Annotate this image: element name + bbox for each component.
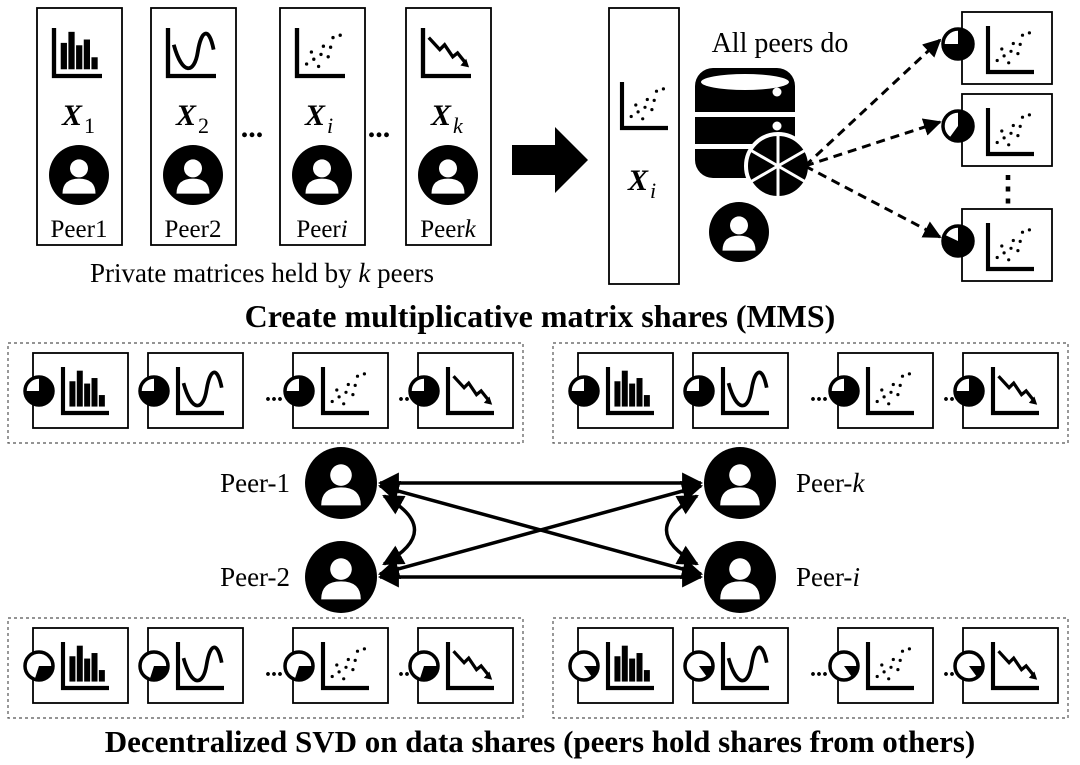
pie-share-icon bbox=[283, 650, 315, 682]
bar-chart-icon bbox=[605, 642, 654, 691]
user-icon bbox=[305, 447, 377, 519]
all-peers-do-label: All peers do bbox=[712, 28, 849, 59]
scatter-chart-icon bbox=[865, 642, 914, 691]
scatter-chart-icon bbox=[985, 108, 1034, 157]
declining-chart-icon bbox=[445, 642, 494, 691]
pie-share-icon bbox=[744, 132, 812, 200]
pie-share-icon bbox=[941, 27, 975, 61]
pie-share-icon bbox=[568, 650, 600, 682]
ellipsis: ... bbox=[810, 381, 828, 407]
pie-share-icon bbox=[408, 375, 440, 407]
scatter-chart-icon bbox=[619, 82, 668, 131]
private-matrices-caption: Private matrices held by k peers bbox=[90, 258, 434, 288]
share-row-peer-2: ...... bbox=[7, 617, 524, 719]
ellipsis: ... bbox=[810, 656, 828, 682]
user-icon bbox=[704, 447, 776, 519]
user-icon bbox=[49, 145, 109, 205]
ellipsis: ... bbox=[265, 656, 283, 682]
user-icon bbox=[163, 145, 223, 205]
wave-chart-icon bbox=[720, 642, 769, 691]
peer-label: Peer2 bbox=[165, 216, 222, 243]
pie-share-icon bbox=[568, 375, 600, 407]
mms-section-title: Create multiplicative matrix shares (MMS… bbox=[245, 298, 836, 334]
declining-chart-icon bbox=[445, 367, 494, 416]
scatter-chart-icon bbox=[294, 28, 345, 79]
right-arrow-icon bbox=[512, 127, 588, 193]
wave-chart-icon bbox=[175, 642, 224, 691]
share-card-3 bbox=[804, 164, 1053, 282]
peer-i-label: Peer-i bbox=[796, 562, 860, 592]
wave-chart-icon bbox=[175, 367, 224, 416]
bar-chart-icon bbox=[605, 367, 654, 416]
peer-connections bbox=[377, 472, 704, 588]
scatter-chart-icon bbox=[320, 642, 369, 691]
peer-k-label: Peer-k bbox=[796, 468, 865, 498]
pie-share-icon bbox=[828, 650, 860, 682]
wave-chart-icon bbox=[165, 28, 216, 79]
pie-share-icon bbox=[683, 650, 715, 682]
scatter-chart-icon bbox=[320, 367, 369, 416]
bar-chart-icon bbox=[51, 28, 102, 79]
pie-share-icon bbox=[941, 224, 975, 258]
pie-share-icon bbox=[138, 375, 170, 407]
declining-chart-icon bbox=[990, 642, 1039, 691]
peer-1-label: Peer-1 bbox=[220, 468, 290, 498]
matrix-label: Xk bbox=[430, 99, 464, 138]
pie-share-icon bbox=[683, 375, 715, 407]
matrix-label: X2 bbox=[175, 99, 209, 138]
pie-share-icon bbox=[953, 650, 985, 682]
peer-label: Peer1 bbox=[51, 216, 108, 243]
selected-matrix-box: Xi bbox=[608, 7, 680, 285]
peer-label: Peerk bbox=[420, 216, 476, 243]
vertical-ellipsis: ⋮ bbox=[991, 171, 1025, 208]
user-icon bbox=[709, 202, 769, 262]
user-icon bbox=[305, 541, 377, 613]
peer-label: Peeri bbox=[296, 216, 347, 243]
pie-share-icon bbox=[23, 375, 55, 407]
user-icon bbox=[292, 145, 352, 205]
pie-share-icon bbox=[408, 650, 440, 682]
svd-section-title: Decentralized SVD on data shares (peers … bbox=[105, 724, 976, 759]
ellipsis: ... bbox=[241, 111, 264, 144]
matrix-label: X1 bbox=[61, 99, 95, 138]
pie-share-icon bbox=[283, 375, 315, 407]
peer-2-label: Peer-2 bbox=[220, 562, 290, 592]
declining-chart-icon bbox=[420, 28, 471, 79]
ellipsis: ... bbox=[368, 111, 391, 144]
matrix-label: Xi bbox=[627, 164, 656, 203]
pie-share-icon bbox=[828, 375, 860, 407]
bar-chart-icon bbox=[60, 642, 109, 691]
user-icon bbox=[704, 541, 776, 613]
matrix-label: Xi bbox=[304, 99, 333, 138]
pie-share-icon bbox=[138, 650, 170, 682]
pie-share-icon bbox=[953, 375, 985, 407]
user-icon bbox=[418, 145, 478, 205]
scatter-chart-icon bbox=[865, 367, 914, 416]
scatter-chart-icon bbox=[985, 223, 1034, 272]
bar-chart-icon bbox=[60, 367, 109, 416]
pie-share-icon bbox=[23, 650, 55, 682]
ellipsis: ... bbox=[265, 381, 283, 407]
scatter-chart-icon bbox=[985, 26, 1034, 75]
wave-chart-icon bbox=[720, 367, 769, 416]
pie-share-icon bbox=[941, 109, 975, 143]
declining-chart-icon bbox=[990, 367, 1039, 416]
